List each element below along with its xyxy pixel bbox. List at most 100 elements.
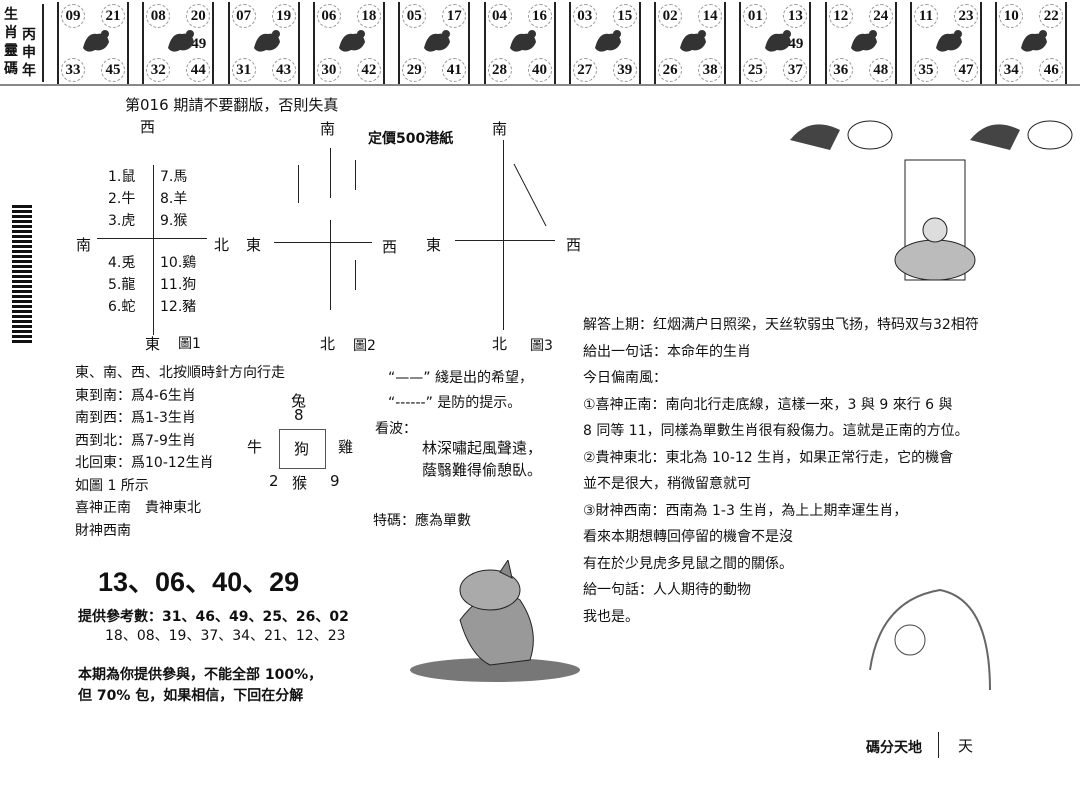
zodiac-number: 47 [954, 58, 978, 82]
cross-left: 牛 [247, 438, 263, 456]
footer-divider [938, 732, 939, 758]
rule-line: 喜神正南 貴神東北 [75, 500, 201, 516]
zodiac-number: 35 [914, 58, 938, 82]
horse-icon [509, 30, 536, 52]
fig3-right: 西 [566, 236, 582, 254]
zodiac-number: 24 [868, 4, 893, 28]
birds-and-worker-cartoon-icon [790, 120, 1073, 281]
zodiac-number: 41 [442, 58, 467, 82]
wave-label: 看波： [375, 421, 417, 437]
zodiac-number: 13 [783, 4, 808, 28]
zodiac-list-item: 12.豬 [160, 299, 197, 315]
zodiac-number: 33 [61, 58, 85, 82]
zodiac-number: 25 [743, 58, 768, 82]
rule-line: 南到西：爲1-3生肖 [75, 410, 196, 426]
zodiac-number: 11 [914, 4, 938, 28]
analysis-line: 8 同等 11，同樣為單數生肖很有殺傷力。這就是正南的方位。 [583, 423, 969, 439]
fig2-dash-right-low [355, 260, 356, 290]
zodiac-number: 21 [101, 4, 125, 28]
poem-line-1: 林深嘯起風聲遠， [422, 439, 543, 457]
dog-icon [850, 30, 877, 52]
fig3-left: 東 [426, 236, 442, 254]
zodiac-number: 27 [572, 58, 597, 82]
zodiac-number: 04 [487, 4, 512, 28]
wolf-cartoon-icon [410, 560, 580, 682]
footer-brand: 碼分天地 [866, 740, 922, 756]
cross-bottom: 猴 [292, 474, 308, 492]
fig2-vline-mid [330, 220, 331, 310]
fig3-vline [503, 140, 504, 330]
disclaimer-2: 但 70% 包，如果相信，下回在分解 [78, 688, 304, 704]
fig1-hline [97, 238, 207, 239]
special-number-hint: 特碼：應為單數 [373, 513, 471, 529]
zodiac-number: 44 [186, 58, 211, 82]
analysis-line: 看來本期想轉回停留的機會不是沒 [583, 529, 793, 545]
fig3-bottom: 北 [492, 335, 508, 353]
fig2-left: 東 [246, 236, 262, 254]
fig2-dash-left [298, 165, 299, 203]
issue-line: 第016 期請不要翻版，否則失真 [125, 96, 339, 114]
fig2-top: 南 [320, 120, 336, 138]
ox-icon [83, 30, 109, 52]
zodiac-number: 36 [828, 58, 853, 82]
fig2-dash-right [355, 160, 356, 190]
zodiac-number: 39 [612, 58, 637, 82]
zodiac-number: 38 [698, 58, 723, 82]
ref-numbers-2: 18、08、19、37、34、21、12、23 [105, 628, 346, 644]
zodiac-list-item: 6.蛇 [108, 299, 136, 315]
rooster-icon [765, 30, 792, 52]
zodiac-number: 06 [316, 4, 341, 28]
rat-icon [1021, 30, 1048, 52]
zodiac-list-item: 4.兎 [108, 255, 136, 271]
zodiac-number: 46 [1039, 58, 1064, 82]
barcode [12, 205, 32, 345]
zodiac-list-item: 5.龍 [108, 277, 136, 293]
fig1-bottom: 東 [145, 335, 161, 353]
zodiac-number: 02 [658, 4, 683, 28]
fig1-right: 北 [214, 236, 230, 254]
zodiac-number: 40 [527, 58, 552, 82]
rabbit-icon [253, 30, 280, 52]
legend-solid: “——” 綫是出的希望， [388, 370, 533, 386]
zodiac-list-item: 7.馬 [160, 169, 188, 185]
zodiac-extra-number: 49 [191, 36, 207, 52]
fig3-hline [455, 240, 555, 241]
zodiac-list-item: 3.虎 [108, 213, 136, 229]
fig1-vline [153, 165, 154, 335]
zodiac-number: 26 [658, 58, 683, 82]
zodiac-number: 17 [442, 4, 467, 28]
zodiac-number: 45 [101, 58, 125, 82]
zodiac-number: 34 [999, 58, 1024, 82]
analysis-line: 有在於少見虎多見鼠之間的關係。 [583, 555, 793, 572]
analysis-line: ①喜神正南：南向北行走底線，這樣一來，3 與 9 來行 6 與 [583, 396, 953, 413]
zodiac-number: 29 [402, 58, 427, 82]
cross-center: 狗 [294, 440, 310, 458]
zodiac-extra-number: 49 [788, 36, 804, 52]
zodiac-number: 32 [146, 58, 171, 82]
zodiac-list-item: 1.鼠 [108, 169, 136, 185]
fig2-vline-top [330, 148, 331, 198]
cross-top: 兔 [291, 392, 307, 410]
fig3-diagonal [513, 163, 547, 227]
rule-line: 東、南、西、北按順時針方向行走 [75, 365, 285, 381]
zodiac-list-item: 8.羊 [160, 191, 188, 207]
zodiac-number: 05 [402, 4, 427, 28]
rule-line: 西到北：爲7-9生肖 [75, 432, 196, 449]
fig3-caption: 圖3 [530, 338, 553, 354]
elephant-cartoon-icon [869, 588, 991, 691]
zodiac-strip-label: 生肖靈碼 丙申年 [2, 4, 44, 82]
cross-center-box [279, 429, 326, 469]
fig1-top: 西 [140, 118, 156, 136]
analysis-line: 給一句話：人人期待的動物 [583, 582, 751, 598]
zodiac-number: 08 [146, 4, 171, 28]
rule-line: 如圖 1 所示 [75, 477, 149, 494]
disclaimer-1: 本期為你提供參與，不能全部 100%， [78, 667, 323, 683]
zodiac-number: 48 [868, 58, 893, 82]
monkey-icon [680, 30, 707, 52]
